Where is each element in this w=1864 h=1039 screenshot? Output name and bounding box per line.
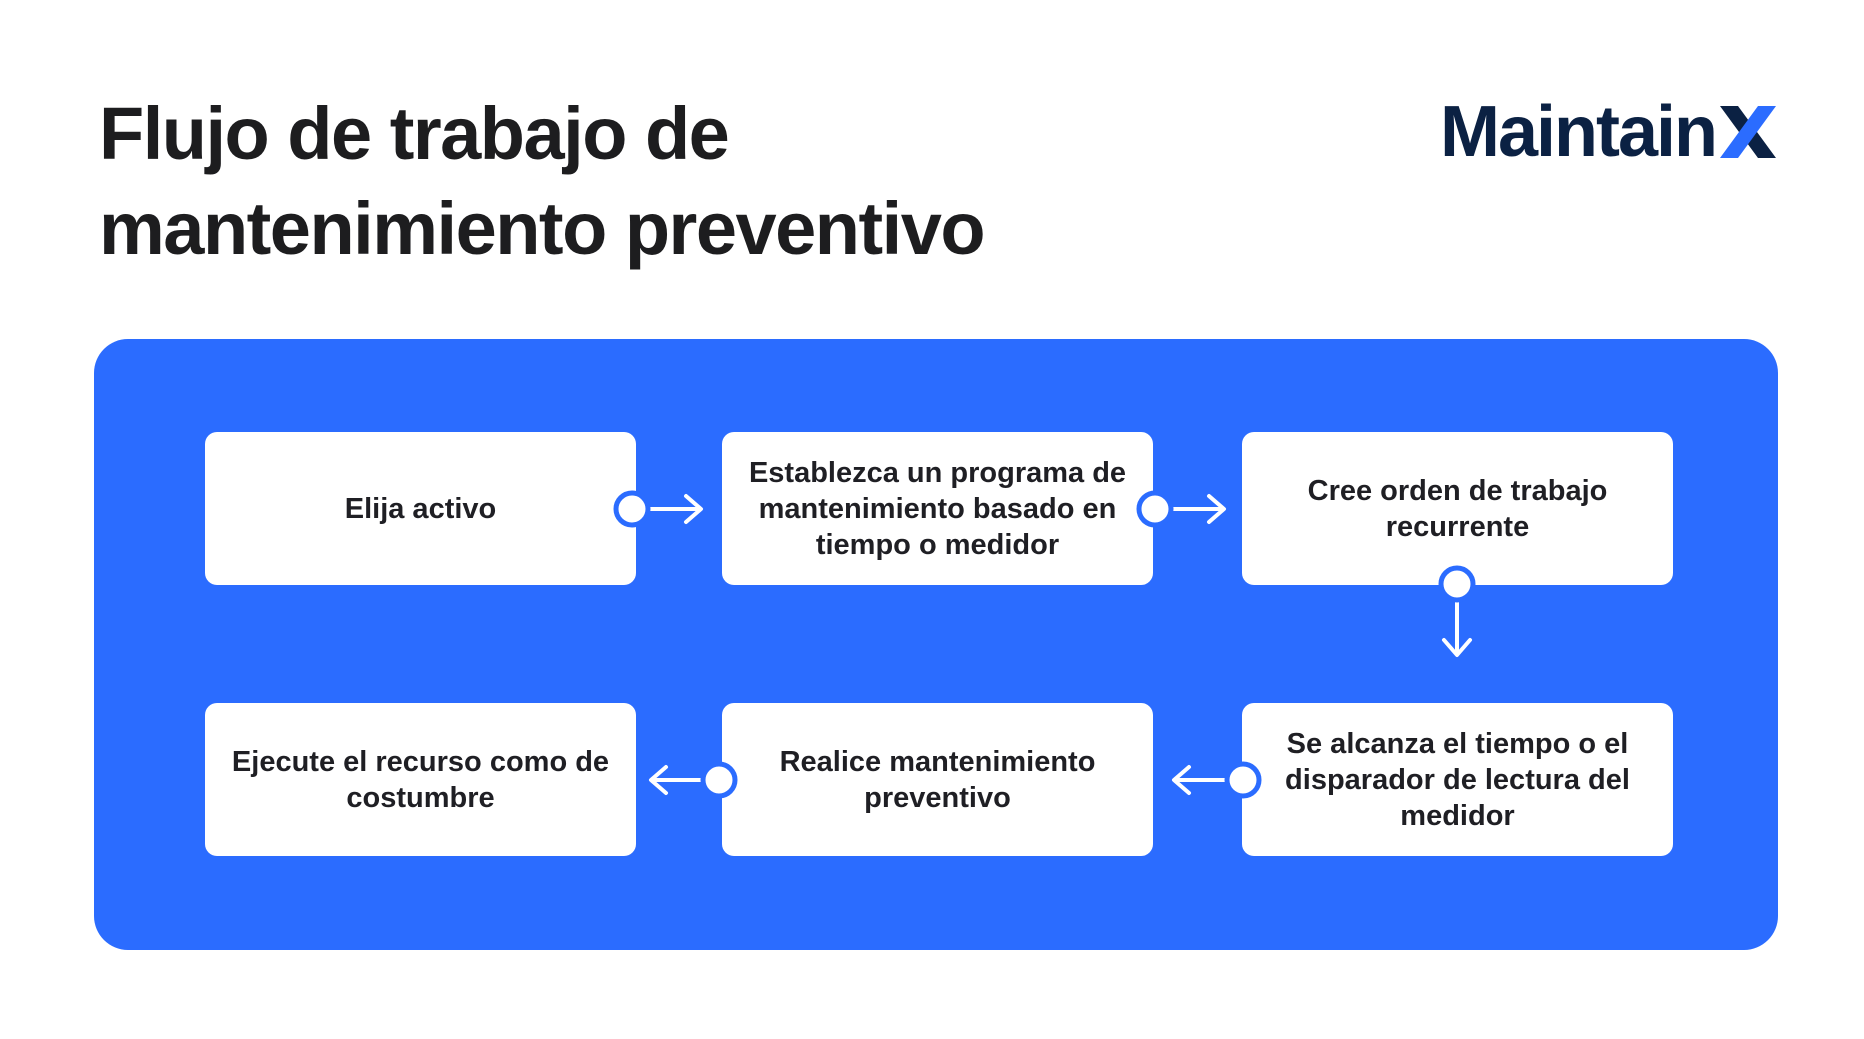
step-card-6-label: Ejecute el recurso como de costumbre bbox=[231, 745, 610, 814]
step-card-3: Cree orden de trabajo recurrente bbox=[1242, 432, 1673, 585]
step-card-2: Establezca un programa de mantenimiento … bbox=[722, 432, 1153, 585]
maintainx-logo: Maintain bbox=[1440, 92, 1778, 172]
step-card-5: Realice mantenimiento preventivo bbox=[722, 703, 1153, 856]
step-card-4-label: Se alcanza el tiempo o el disparador de … bbox=[1285, 727, 1630, 832]
step-card-3-label: Cree orden de trabajo recurrente bbox=[1307, 474, 1608, 543]
page-title-line-1: Flujo de trabajo de bbox=[99, 92, 730, 175]
step-card-1-label: Elija activo bbox=[344, 492, 497, 525]
logo-wordmark: Maintain bbox=[1440, 92, 1718, 172]
maintainx-x-mark-icon bbox=[1720, 106, 1777, 158]
step-card-4: Se alcanza el tiempo o el disparador de … bbox=[1242, 703, 1673, 856]
step-card-1: Elija activo bbox=[205, 432, 636, 585]
step-card-5-label: Realice mantenimiento preventivo bbox=[779, 745, 1096, 814]
step-card-6: Ejecute el recurso como de costumbre bbox=[205, 703, 636, 856]
page-title: Flujo de trabajo de mantenimiento preven… bbox=[99, 86, 1099, 276]
workflow-panel bbox=[94, 339, 1778, 950]
page-title-line-2: mantenimiento preventivo bbox=[99, 187, 986, 270]
step-card-2-label: Establezca un programa de mantenimiento … bbox=[748, 456, 1127, 561]
